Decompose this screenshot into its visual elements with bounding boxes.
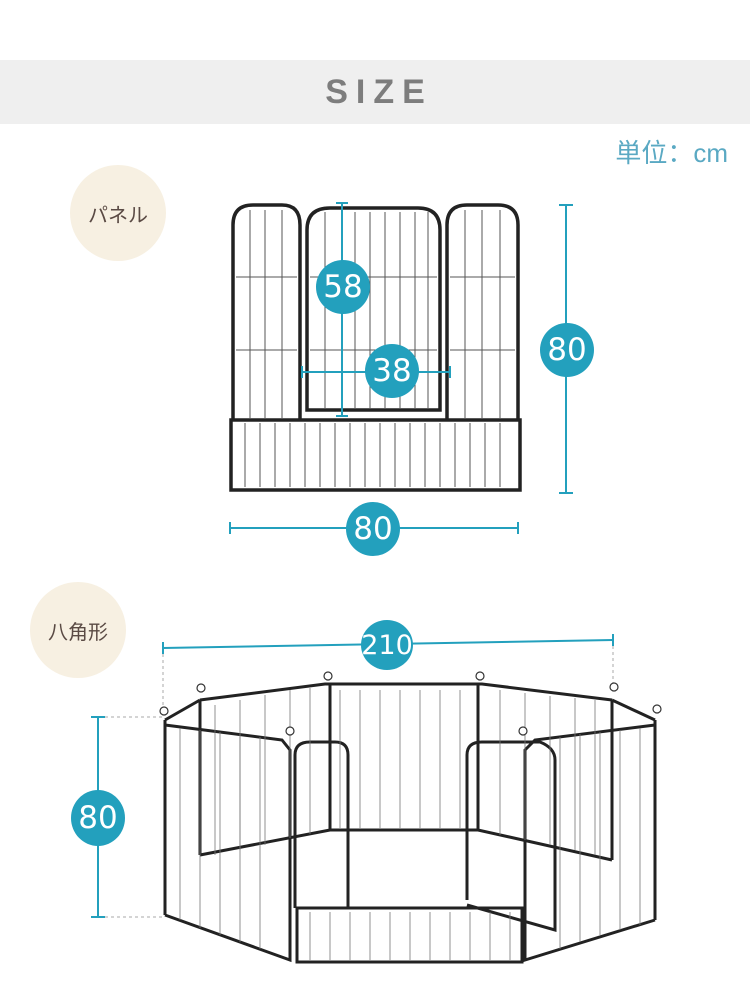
octagon-height-badge: 80 <box>71 790 125 846</box>
panel-section-tag: パネル <box>70 165 166 261</box>
page-title: SIZE <box>325 72 433 111</box>
panel-width-badge: 80 <box>346 502 400 556</box>
size-banner: SIZE <box>0 60 750 124</box>
panel-height-badge: 80 <box>540 323 594 377</box>
door-width-badge: 38 <box>365 344 419 398</box>
unit-label: 単位：cm <box>615 138 728 168</box>
octagon-width-badge: 210 <box>361 620 413 670</box>
door-height-badge: 58 <box>316 260 370 314</box>
octagon-section-tag: 八角形 <box>30 582 126 678</box>
